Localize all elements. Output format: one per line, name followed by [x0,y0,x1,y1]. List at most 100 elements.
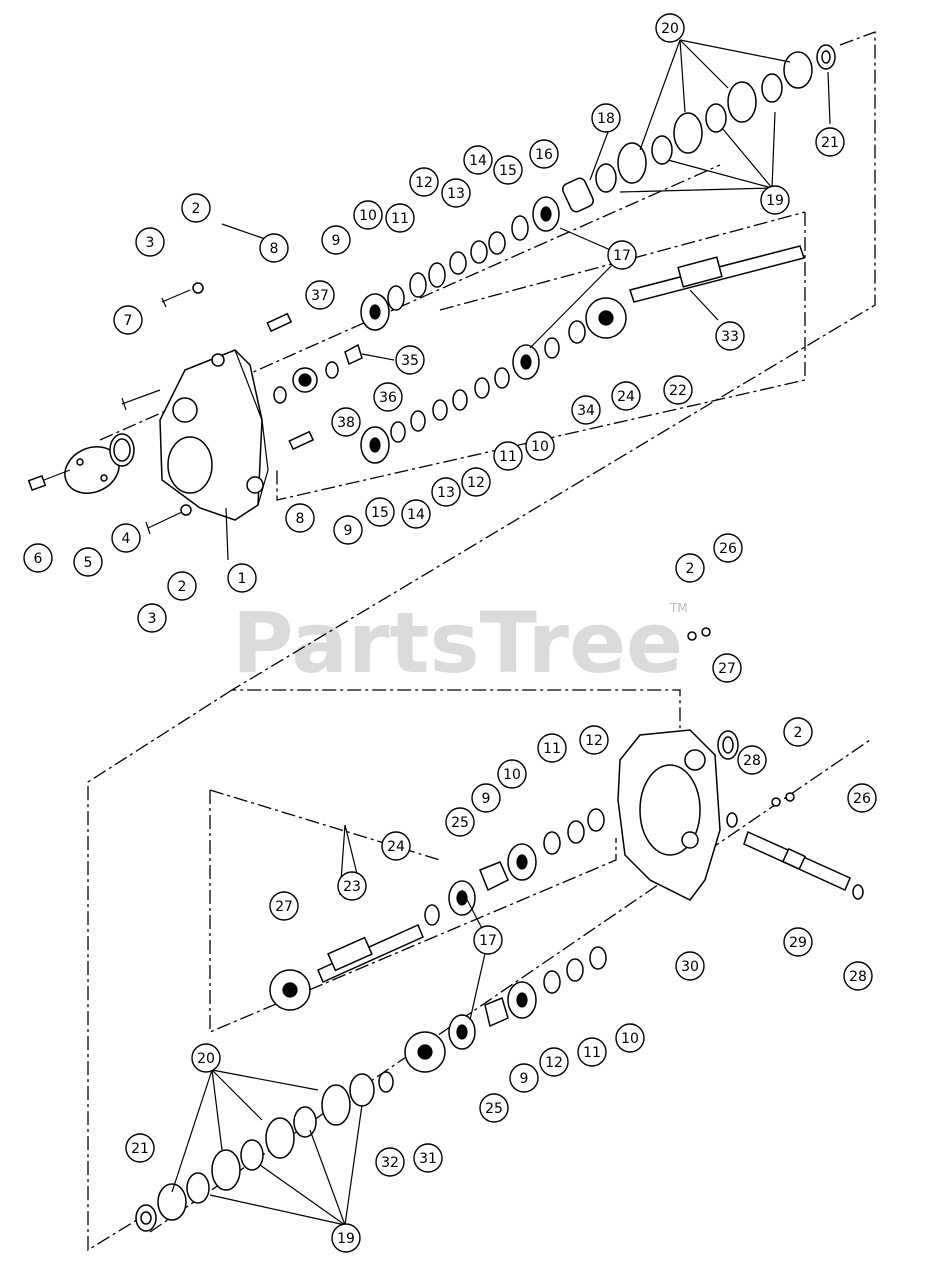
callout-circle [167,571,197,601]
callout-9: 9 [333,515,363,545]
callout-2: 2 [783,717,813,747]
callout-circle [401,499,431,529]
callout-32: 32 [375,1147,405,1177]
callout-circle [135,227,165,257]
callout-28: 28 [737,745,767,775]
lower-nuts [687,627,795,807]
callout-circle [305,280,335,310]
callout-number: 33 [721,329,739,345]
callout-15: 15 [493,155,523,185]
callout-number: 4 [122,531,131,547]
callout-circle [181,193,211,223]
callout-35: 35 [395,345,425,375]
callout-number: 8 [296,511,305,527]
callout-10: 10 [525,431,555,461]
callout-number: 12 [585,733,603,749]
callout-number: 11 [583,1045,601,1061]
callout-number: 12 [545,1055,563,1071]
callout-number: 31 [419,1151,437,1167]
callout-number: 19 [766,193,784,209]
callout-number: 26 [853,791,871,807]
callout-7: 7 [113,305,143,335]
callout-circle [497,759,527,789]
callout-circle [577,1037,607,1067]
callout-10: 10 [615,1023,645,1053]
callout-25: 25 [445,807,475,837]
dowel-pins [266,312,315,451]
callout-number: 3 [148,611,157,627]
lower-upper-shaft-stack [424,808,605,926]
callout-circle [413,1143,443,1173]
callout-circle [333,515,363,545]
callout-9: 9 [509,1063,539,1093]
callout-number: 38 [337,415,355,431]
callout-11: 11 [577,1037,607,1067]
callout-number: 12 [467,475,485,491]
callout-number: 6 [34,551,43,567]
callout-circle [23,543,53,573]
callout-circle [365,497,395,527]
callout-circle [715,321,745,351]
callout-circle [493,441,523,471]
callout-25: 25 [479,1093,509,1123]
callout-number: 28 [849,969,867,985]
callout-27: 27 [269,891,299,921]
callout-2: 2 [181,193,211,223]
callout-number: 7 [124,313,133,329]
callout-8: 8 [259,233,289,263]
callout-circle [373,382,403,412]
callout-22: 22 [663,375,693,405]
callout-9: 9 [321,225,351,255]
callout-number: 21 [821,135,839,151]
callout-20: 20 [655,13,685,43]
callout-15: 15 [365,497,395,527]
callout-circle [579,725,609,755]
callout-circle [445,807,475,837]
callout-circle [713,533,743,563]
callout-circle [815,127,845,157]
callout-circle [385,203,415,233]
callout-circle [375,1147,405,1177]
callout-16: 16 [529,139,559,169]
callout-21: 21 [815,127,845,157]
callout-number: 10 [503,767,521,783]
callout-26: 26 [847,783,877,813]
callout-number: 8 [270,241,279,257]
callout-number: 2 [794,725,803,741]
callout-number: 21 [131,1141,149,1157]
callout-circle [191,1043,221,1073]
callout-circle [409,167,439,197]
callout-circle [493,155,523,185]
callout-circle [783,927,813,957]
callout-12: 12 [539,1047,569,1077]
callout-11: 11 [493,441,523,471]
callout-30: 30 [675,951,705,981]
callout-circle [615,1023,645,1053]
callout-3: 3 [135,227,165,257]
callout-number: 20 [197,1051,215,1067]
callout-circle [783,717,813,747]
callout-number: 32 [381,1155,399,1171]
callout-circle [395,345,425,375]
callout-number: 10 [621,1031,639,1047]
callout-number: 17 [613,248,631,264]
callout-circle [471,783,501,813]
callout-14: 14 [401,499,431,529]
callout-circle [675,951,705,981]
callout-circle [525,431,555,461]
callout-number: 11 [543,741,561,757]
callout-circle [473,925,503,955]
callout-9: 9 [471,783,501,813]
callout-number: 15 [499,163,517,179]
gear-27 [269,969,311,1011]
callout-number: 27 [718,661,736,677]
callout-37: 37 [305,280,335,310]
upper-shaft-33 [629,245,805,303]
callout-number: 26 [719,541,737,557]
callout-number: 36 [379,390,397,406]
callout-circle [125,1133,155,1163]
callout-number: 17 [479,933,497,949]
callout-36: 36 [373,382,403,412]
callout-2: 2 [167,571,197,601]
